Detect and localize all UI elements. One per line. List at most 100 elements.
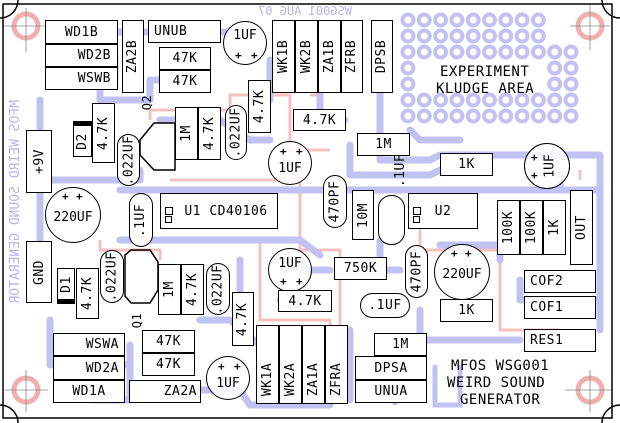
- resistor-4.7k: 4.7K: [198, 107, 221, 160]
- kludge-pad: [498, 92, 514, 108]
- kludge-pad: [547, 60, 563, 76]
- kludge-pad: [449, 44, 465, 60]
- kludge-pad: [400, 12, 416, 28]
- resistor-1k: 1K: [543, 200, 566, 255]
- connector-out: OUT: [570, 190, 593, 265]
- resistor-4.7k: 4.7K: [92, 103, 115, 163]
- connector-wk2a: WK2A: [279, 325, 302, 404]
- kludge-pad: [400, 60, 416, 76]
- kludge-pad: [547, 76, 563, 92]
- resistor-750k: 750K: [334, 257, 387, 280]
- kludge-pad: [400, 76, 416, 92]
- kludge-pad: [449, 108, 465, 124]
- kludge-pad: [514, 92, 530, 108]
- kludge-pad: [498, 44, 514, 60]
- board-title-line-2: WEIRD SOUND: [447, 375, 546, 391]
- capacitor-022uf: .022UF: [100, 250, 124, 303]
- connector-zfra: ZFRA: [325, 325, 348, 404]
- connector-dpsb: DPSB: [371, 20, 393, 93]
- kludge-pad: [433, 44, 449, 60]
- capacitor-470pf: 470PF: [405, 245, 428, 298]
- connector-cof1: COF1: [524, 296, 596, 319]
- capacitor-1uf: 1UF++: [223, 21, 267, 65]
- resistor-4.7k: 4.7K: [293, 109, 346, 131]
- kludge-pad: [498, 108, 514, 124]
- diode-d2: D2: [73, 121, 92, 157]
- capacitor-01uf: .1UF: [129, 193, 153, 247]
- kludge-pad: [433, 108, 449, 124]
- kludge-pad: [530, 28, 546, 44]
- connector-gnd: GND: [26, 241, 52, 303]
- connector-za1a: ZA1A: [302, 325, 325, 404]
- resistor-100k: 100K: [520, 200, 543, 255]
- connector-res1: RES1: [524, 329, 596, 352]
- capacitor-1uf: 1UF++: [524, 143, 570, 189]
- connector-dpsa: DPSA: [355, 356, 427, 380]
- kludge-pad: [465, 44, 481, 60]
- board-title-line-3: GENERATOR: [460, 392, 541, 408]
- kludge-label-1: EXPERIMENT: [440, 64, 530, 80]
- resistor-47k: 47K: [159, 47, 211, 70]
- kludge-pad: [482, 108, 497, 124]
- connector-za1b: ZA1B: [318, 20, 341, 93]
- board-title-line-1: MFOS WSG001: [451, 358, 550, 374]
- q2-outline: [139, 122, 176, 171]
- connector-cof2: COF2: [524, 270, 596, 293]
- diode-d1: D1: [57, 268, 75, 304]
- resistor-4.7k: 4.7K: [181, 264, 204, 315]
- kludge-pad: [547, 92, 563, 108]
- kludge-pad: [530, 108, 546, 124]
- kludge-pad: [563, 92, 579, 108]
- connector-wswa: WSWA: [53, 333, 125, 356]
- kludge-pad: [530, 44, 546, 60]
- resistor-4.7k: 4.7K: [278, 290, 332, 312]
- resistor-4.7k: 4.7K: [76, 268, 99, 319]
- kludge-pad: [498, 28, 514, 44]
- capacitor-022uf: .022UF: [117, 134, 140, 186]
- connector-unua: UNUA: [355, 380, 427, 403]
- capacitor-01uf-unlabeled: [378, 195, 405, 245]
- kludge-pad: [563, 76, 579, 92]
- resistor-1m: 1M: [374, 333, 427, 356]
- resistor-1m: 1M: [357, 133, 410, 156]
- kludge-pad: [563, 60, 579, 76]
- resistor-47k: 47K: [142, 330, 195, 353]
- capacitor-022uf: .022UF: [225, 105, 247, 160]
- kludge-pad: [416, 28, 432, 44]
- resistor-10m: 10M: [352, 190, 374, 240]
- connector-za2b: ZA2B: [122, 20, 144, 93]
- kludge-pad: [400, 44, 416, 60]
- kludge-pad: [416, 108, 432, 124]
- kludge-pad: [465, 28, 481, 44]
- connector-wd1b: WD1B: [45, 20, 118, 44]
- ic-u2: U2: [408, 193, 478, 229]
- kludge-pad: [449, 12, 465, 28]
- capacitor-1uf: 1UF++: [206, 356, 250, 400]
- kludge-pad: [400, 28, 416, 44]
- capacitor-01uf: .1UF: [360, 293, 410, 318]
- connector-9v: +9V: [26, 130, 52, 193]
- connector-wk2b: WK2B: [295, 20, 318, 93]
- kludge-pad: [482, 28, 497, 44]
- connector-unub: UNUB: [148, 20, 221, 43]
- kludge-pad: [514, 44, 530, 60]
- connector-wk1a: WK1A: [256, 325, 279, 404]
- kludge-pad: [416, 92, 432, 108]
- q1-outline: [124, 249, 159, 304]
- connector-zfrb: ZFRB: [341, 20, 363, 93]
- transistor-q2-label: Q2: [140, 94, 155, 111]
- kludge-pad: [498, 12, 514, 28]
- resistor-1m: 1M: [158, 264, 181, 315]
- kludge-pad: [449, 92, 465, 108]
- connector-wd2b: WD2B: [45, 44, 118, 67]
- kludge-pad: [514, 28, 530, 44]
- kludge-pad: [449, 28, 465, 44]
- resistor-47k: 47K: [159, 70, 211, 93]
- connector-wd1a: WD1A: [53, 380, 125, 403]
- kludge-pad: [433, 28, 449, 44]
- kludge-pad: [416, 12, 432, 28]
- kludge-pad: [482, 44, 497, 60]
- transistor-q1-label: Q1: [130, 312, 145, 329]
- kludge-pad: [563, 44, 579, 60]
